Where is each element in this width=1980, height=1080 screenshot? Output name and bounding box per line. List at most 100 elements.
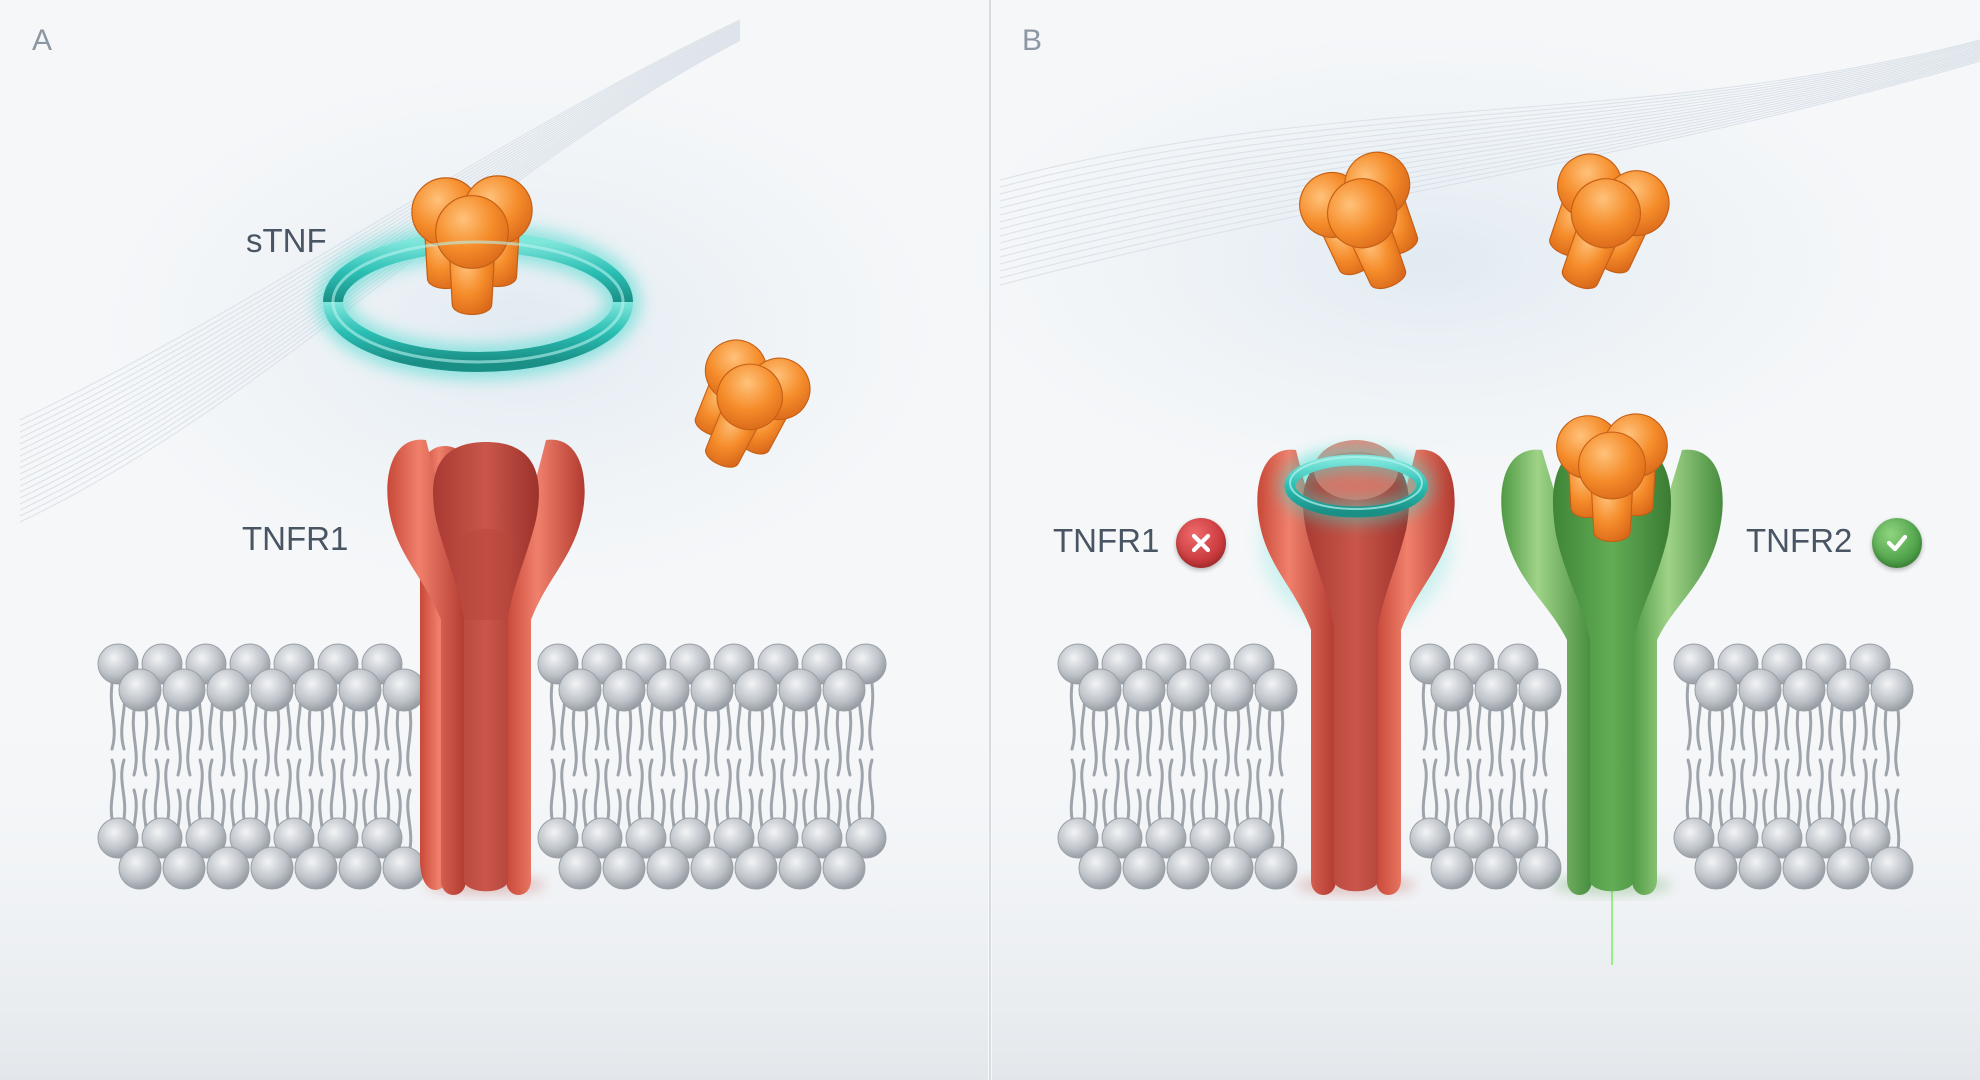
panel-b-tnfr1-receptor bbox=[1257, 440, 1455, 895]
lipid-tail bbox=[318, 702, 325, 777]
flow-line bbox=[999, 49, 1980, 230]
tnf-subunit-head bbox=[1578, 431, 1646, 500]
flow-line bbox=[999, 60, 1980, 286]
lipid-tail bbox=[1762, 702, 1769, 777]
lipid-head bbox=[734, 846, 778, 890]
lipid-tail bbox=[296, 758, 303, 826]
lipid-tail bbox=[153, 758, 160, 826]
lipid-tail bbox=[1894, 702, 1901, 777]
flow-line bbox=[19, 24, 741, 445]
lipid-head bbox=[382, 668, 426, 712]
lipid-tail bbox=[549, 758, 556, 826]
panel-b-backdrop-blob bbox=[960, 30, 1900, 490]
lipid-tail bbox=[1707, 702, 1714, 777]
flow-line bbox=[19, 20, 741, 427]
lipid-head bbox=[690, 846, 734, 890]
lipid-tail bbox=[197, 758, 204, 826]
lipid-tail bbox=[1542, 702, 1549, 777]
lipid-tail bbox=[384, 758, 391, 826]
lipid-tail bbox=[131, 702, 138, 777]
lipid-head bbox=[1673, 817, 1715, 859]
lipid-tail bbox=[692, 758, 699, 826]
lipid-head bbox=[602, 846, 646, 890]
flow-line bbox=[999, 57, 1980, 272]
lipid-tail bbox=[175, 702, 182, 777]
lipid-tail bbox=[868, 676, 875, 751]
lipid-tail bbox=[1531, 702, 1538, 777]
flow-line bbox=[999, 42, 1980, 195]
lipid-head bbox=[162, 668, 206, 712]
lipid-head bbox=[1717, 817, 1759, 859]
lipid-head bbox=[801, 817, 843, 859]
lipid-tail bbox=[164, 758, 171, 826]
lipid-head bbox=[1870, 668, 1914, 712]
lipid-head bbox=[206, 668, 250, 712]
lipid-head bbox=[185, 817, 227, 859]
lipid-tail bbox=[1168, 758, 1175, 826]
lipid-head bbox=[1782, 846, 1826, 890]
lipid-tail bbox=[1091, 702, 1098, 777]
lipid-tail bbox=[1102, 702, 1109, 777]
panel-b-tnfr2-receptor bbox=[1501, 440, 1723, 975]
lipid-head bbox=[1189, 817, 1231, 859]
lipid-head bbox=[250, 668, 294, 712]
tnf-trimer-bound bbox=[1556, 413, 1668, 542]
lipid-head bbox=[273, 817, 315, 859]
lipid-head bbox=[1101, 817, 1143, 859]
lipid-tail bbox=[1883, 702, 1890, 777]
lipid-head bbox=[294, 668, 338, 712]
tnf-subunit-head bbox=[716, 363, 783, 431]
flow-line bbox=[19, 39, 741, 523]
lipid-head bbox=[250, 846, 294, 890]
tnf-trimer bbox=[411, 175, 533, 315]
flow-line bbox=[999, 43, 1980, 202]
lipid-head bbox=[1694, 668, 1738, 712]
lipid-tail bbox=[1146, 702, 1153, 777]
lipid-head bbox=[822, 668, 866, 712]
tnf-subunit-head bbox=[1327, 178, 1398, 249]
lipid-tail bbox=[747, 702, 754, 777]
lipid-head bbox=[602, 668, 646, 712]
flow-line bbox=[19, 19, 741, 421]
panel-a-ring-bound-tnf bbox=[316, 175, 640, 379]
lipid-head bbox=[1826, 668, 1870, 712]
lipid-head bbox=[317, 817, 359, 859]
panel-a-tnfr1-receptor bbox=[387, 439, 585, 895]
lipid-head bbox=[97, 817, 139, 859]
panel-b-label: B bbox=[1022, 24, 1043, 57]
lipid-tail bbox=[263, 702, 270, 777]
lipid-tail bbox=[1069, 758, 1076, 826]
lipid-head bbox=[1210, 846, 1254, 890]
lipid-tail bbox=[1245, 758, 1252, 826]
panel-b-floor-shade bbox=[992, 700, 1980, 1080]
lipid-tail bbox=[329, 758, 336, 826]
lipid-head bbox=[581, 817, 623, 859]
lipid-tail bbox=[340, 758, 347, 826]
lipid-head bbox=[669, 817, 711, 859]
lipid-head bbox=[361, 817, 403, 859]
flow-line bbox=[999, 39, 1980, 181]
lipid-tail bbox=[659, 702, 666, 777]
lipid-tail bbox=[1234, 702, 1241, 777]
lipid-tail bbox=[1157, 758, 1164, 826]
lipid-head bbox=[1738, 668, 1782, 712]
lipid-tail bbox=[769, 758, 776, 826]
lipid-tail bbox=[1509, 758, 1516, 826]
lipid-tail bbox=[758, 702, 765, 777]
panel-b-tnfr1-label: TNFR1 bbox=[1053, 522, 1160, 559]
lipid-head bbox=[1078, 846, 1122, 890]
lipid-tail bbox=[1113, 758, 1120, 826]
panel-b-tnfr2-label: TNFR2 bbox=[1746, 522, 1853, 559]
allowed-badge bbox=[1872, 518, 1922, 568]
lipid-head bbox=[382, 846, 426, 890]
lipid-head bbox=[646, 668, 690, 712]
lipid-head bbox=[1518, 668, 1562, 712]
flow-line bbox=[19, 25, 741, 451]
lipid-tail bbox=[813, 758, 820, 826]
lipid-head bbox=[646, 846, 690, 890]
panel-b-lipid-bilayer bbox=[1057, 643, 1914, 890]
flow-line bbox=[999, 52, 1980, 244]
lipid-tail bbox=[1773, 758, 1780, 826]
lipid-tail bbox=[109, 676, 116, 751]
